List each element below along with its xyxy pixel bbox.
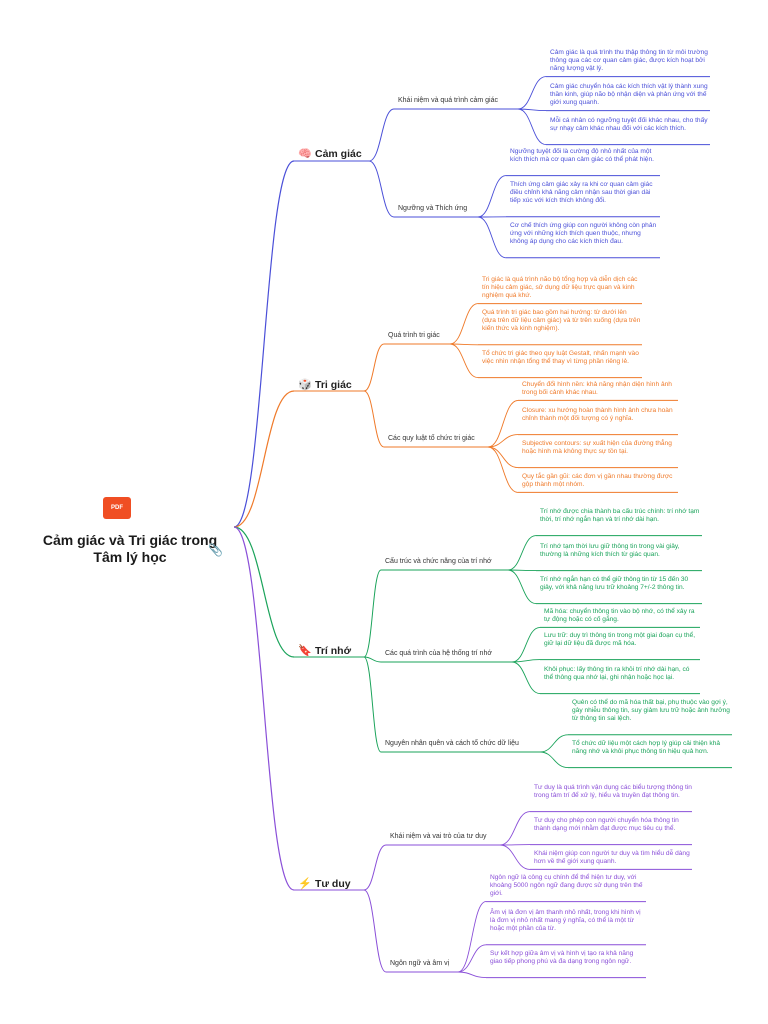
leaf-connector [507,569,537,572]
branch-topic[interactable]: 🎲Tri giác [298,378,352,392]
subtopic-connector [368,160,395,218]
branch-topic-label: Trí nhớ [315,644,352,657]
subtopic[interactable]: Ngưỡng và Thích ứng [398,205,468,212]
leaf-note[interactable]: Tư duy cho phép con người chuyển hóa thô… [534,817,679,833]
pdf-badge-label: PDF [111,505,123,511]
leaf-connector [477,175,507,218]
leaf-note[interactable]: Trí nhớ tạm thời lưu giữ thông tin trong… [540,543,680,559]
leaf-note[interactable]: Quên có thể do mã hóa thất bại, phụ thuộ… [572,699,730,723]
leaf-connector [517,76,547,110]
logo-icon: ⚡ [298,878,312,890]
root-topic[interactable]: Cảm giác và Tri giác trong Tâm lý học [42,532,218,565]
leaf-connector [507,569,537,605]
leaf-connector [487,399,519,448]
leaf-note[interactable]: Thích ứng cảm giác xảy ra khi cơ quan cả… [510,181,653,205]
subtopic[interactable]: Khái niệm và vai trò của tư duy [390,833,487,840]
leaf-connector [449,343,479,379]
leaf-connector [449,303,479,345]
leaf-note[interactable]: Sự kết hợp giữa âm vị và hình vị tạo ra … [490,950,634,966]
branch-topic-label: Cảm giác [315,147,362,160]
brain-icon: 🧠 [298,148,312,160]
subtopic-connector [363,844,387,891]
leaf-connector [507,535,537,571]
leaf-note[interactable]: Quy tắc gần gũi: các đơn vị gần nhau thư… [522,473,673,489]
leaf-note[interactable]: Ngôn ngữ là công cụ chính để thể hiện tư… [490,874,643,898]
leaf-connector [499,811,531,846]
bookmark-icon: 🔖 [298,645,312,657]
leaf-note[interactable]: Tri giác là quá trình não bộ tổng hợp và… [482,276,638,300]
subtopic[interactable]: Nguyên nhân quên và cách tổ chức dữ liệu [385,740,519,747]
leaf-note[interactable]: Khôi phục: lấy thông tin ra khỏi trí nhớ… [544,666,690,682]
leaf-connector [487,446,519,493]
leaf-note[interactable]: Closure: xu hướng hoàn thành hình ảnh ch… [522,407,673,423]
leaf-connector [511,661,541,695]
pdf-icon[interactable]: PDF [103,497,131,519]
leaf-connector [487,446,519,469]
leaf-note[interactable]: Quá trình tri giác bao gồm hai hướng: từ… [482,309,641,333]
paperclip-icon[interactable]: 📎 [208,543,223,557]
subtopic[interactable]: Quá trình tri giác [388,332,440,339]
subtopic-connector [363,656,382,753]
leaf-connector [487,434,519,448]
leaf-connector [539,751,569,769]
leaf-connector [539,734,569,753]
leaf-note[interactable]: Subjective contours: sự xuất hiện của đư… [522,440,672,456]
dice-icon: 🎲 [298,379,312,391]
leaf-connector [457,971,487,979]
subtopic-connector [368,108,395,162]
subtopic[interactable]: Các quy luật tổ chức tri giác [388,435,475,442]
leaf-note[interactable]: Trí nhớ ngắn hạn có thể giữ thông tin từ… [540,576,689,592]
leaf-note[interactable]: Chuyển đổi hình nền: khả năng nhận diện … [522,381,672,397]
leaf-note[interactable]: Mỗi cá nhân có ngưỡng tuyệt đối khác nha… [550,117,708,133]
branch-topic[interactable]: 🧠Cảm giác [298,147,362,161]
leaf-connector [499,844,531,870]
subtopic-connector [363,390,385,448]
subtopic-connector [363,569,382,658]
leaf-note[interactable]: Cơ chế thích ứng giúp con người không cò… [510,222,657,246]
leaf-note[interactable]: Ngưỡng tuyệt đối là cường độ nhỏ nhất củ… [510,148,654,164]
leaf-connector [457,944,487,973]
leaf-note[interactable]: Âm vị là đơn vị âm thanh nhỏ nhất, trong… [490,909,641,933]
leaf-connector [511,626,541,663]
leaf-note[interactable]: Tổ chức tri giác theo quy luật Gestalt, … [482,350,639,366]
leaf-note[interactable]: Mã hóa: chuyển thông tin vào bộ nhớ, có … [544,608,695,624]
subtopic[interactable]: Khái niệm và quá trình cảm giác [398,97,498,104]
leaf-note[interactable]: Trí nhớ được chia thành ba cấu trúc chín… [540,508,700,524]
branch-topic[interactable]: 🔖Trí nhớ [298,644,352,658]
leaf-note[interactable]: Khái niệm giúp con người tư duy và tìm h… [534,850,690,866]
branch-connector [233,160,295,528]
leaf-note[interactable]: Tổ chức dữ liệu một cách hợp lý giúp cải… [572,740,721,756]
subtopic-connector [363,343,385,392]
branch-topic-label: Tri giác [315,378,352,391]
branch-connector [233,390,295,528]
leaf-note[interactable]: Cảm giác là quá trình thu thập thông tin… [550,49,708,73]
subtopic[interactable]: Ngôn ngữ và âm vị [390,960,450,967]
leaf-connector [511,659,541,663]
branch-connector [233,526,295,891]
leaf-connector [477,216,507,259]
subtopic[interactable]: Các quá trình của hệ thống trí nhớ [385,650,492,657]
leaf-note[interactable]: Tư duy là quá trình vận dụng các biểu tư… [534,784,692,800]
branch-topic-label: Tư duy [315,877,351,890]
subtopic[interactable]: Cấu trúc và chức năng của trí nhớ [385,558,492,565]
branch-topic[interactable]: ⚡Tư duy [298,877,351,891]
leaf-connector [517,108,547,112]
subtopic-connector [363,656,382,663]
leaf-note[interactable]: Lưu trữ: duy trì thông tin trong một gia… [544,632,696,648]
leaf-connector [449,343,479,346]
subtopic-connector [363,889,387,973]
leaf-connector [517,108,547,146]
branch-connector [233,526,295,658]
leaf-note[interactable]: Cảm giác chuyển hóa các kích thích vật l… [550,83,708,107]
leaf-connector [457,901,487,973]
